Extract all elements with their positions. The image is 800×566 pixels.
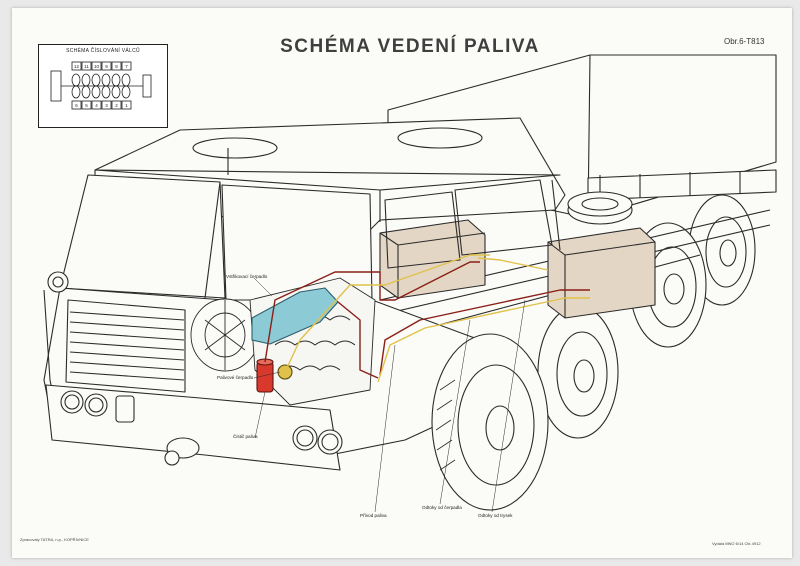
- radiator-grille: [65, 299, 186, 393]
- publisher-note: Zpracovaly TATRA, n.p., KOPŘIVNICE: [20, 537, 89, 542]
- injection-pump: [251, 287, 339, 345]
- figure-reference: Obr.6-T813: [724, 37, 765, 46]
- cab: [59, 117, 566, 301]
- cylinder-number: 11: [84, 64, 89, 69]
- cylinder-scheme: 12 11 10 9 8 7 6 5 4 3 2 1: [50, 61, 152, 110]
- label-fuel-filter: Čistič paliva: [233, 434, 258, 439]
- cylinder-numbering-inset: SCHÉMA ČÍSLOVÁNÍ VÁLCŮ 12 11 10 9 8 7 6 …: [38, 44, 168, 128]
- fuel-tank-upper: [379, 219, 486, 299]
- left-headlights: [60, 390, 108, 417]
- cylinder-number: 7: [125, 64, 128, 69]
- cylinder-number: 6: [75, 103, 78, 108]
- label-feed-pump: Palivové čerpadlo: [217, 375, 254, 380]
- cylinder-number: 8: [115, 64, 118, 69]
- cylinder-number: 4: [95, 103, 98, 108]
- right-headlights: [292, 425, 343, 455]
- cylinder-number: 3: [105, 103, 108, 108]
- label-fuel-supply: Přívod paliva: [360, 513, 387, 518]
- inset-title: SCHÉMA ČÍSLOVÁNÍ VÁLCŮ: [66, 48, 140, 54]
- cylinder-number: 12: [74, 64, 80, 69]
- front-wheel: [431, 333, 549, 511]
- fuel-lines: [264, 254, 590, 383]
- cylinder-number: 10: [94, 64, 100, 69]
- label-return-from-pump: Odtoky od čerpadla: [422, 505, 462, 510]
- print-info: Vydala MNO 6/14 Ctk 4912: [712, 541, 761, 546]
- leader-lines: [253, 277, 526, 513]
- cylinder-number: 1: [125, 103, 128, 108]
- front-bumper: [45, 384, 343, 471]
- fuel-tank-lower: [547, 227, 656, 319]
- label-return-from-injectors: Odtoky od trysek: [478, 513, 513, 518]
- tow-hook: [164, 437, 200, 466]
- cylinder-number: 9: [105, 64, 108, 69]
- label-injection-pump: Vstřikovací čerpadlo: [226, 274, 268, 279]
- middle-wheel: [537, 305, 619, 439]
- cylinder-number: 2: [115, 103, 118, 108]
- diagram-title: SCHÉMA VEDENÍ PALIVA: [280, 36, 540, 57]
- cylinder-number: 5: [85, 103, 88, 108]
- chassis-frame: [379, 191, 771, 331]
